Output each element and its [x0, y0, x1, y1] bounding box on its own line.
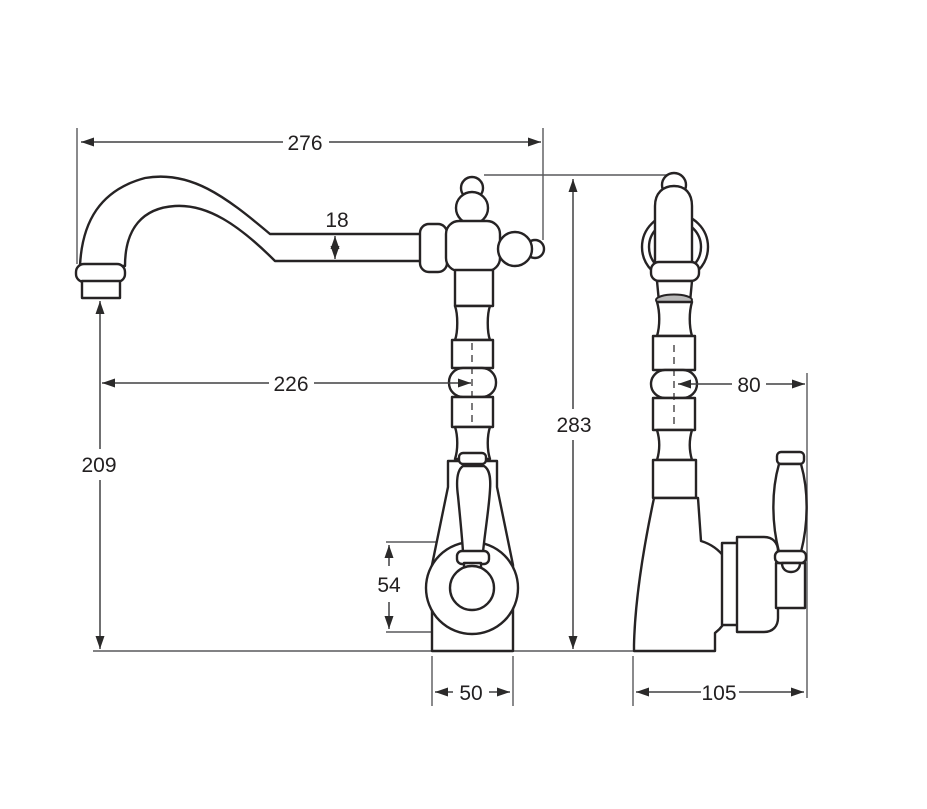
dim-label-226: 226: [273, 373, 308, 396]
head-capsule-front: [653, 184, 694, 274]
head-side-ball: [496, 230, 534, 268]
lever-handle: [455, 464, 492, 554]
head-body: [444, 219, 502, 273]
side-lever-collar: [773, 549, 808, 565]
dim-handle-projection: 80: [678, 374, 805, 397]
valve-body-front: [632, 450, 808, 653]
escutcheon-hub: [448, 564, 496, 612]
dim-outlet-height: 209: [81, 301, 117, 649]
spout-collar-front: [649, 260, 701, 283]
dim-escutcheon-diameter: 54: [377, 545, 401, 629]
spout-connector-nut: [418, 222, 449, 274]
faucet-head: [418, 175, 546, 308]
head-top-ball: [454, 190, 490, 226]
dim-overall-width: 276: [81, 132, 541, 155]
dim-body-depth: 105: [636, 682, 804, 705]
head-neck: [453, 268, 495, 308]
spout: [74, 175, 426, 300]
column-waist-upper: [453, 304, 492, 342]
spout-front: [640, 171, 710, 307]
column-waist-lower-front: [655, 428, 694, 462]
front-view: [632, 171, 808, 653]
column-block-lower-front: [651, 396, 697, 432]
dim-tube-diameter: 18: [325, 209, 349, 259]
dim-label-50: 50: [459, 682, 482, 705]
lever-clip: [457, 451, 488, 466]
column-collar-front: [651, 458, 698, 500]
dim-label-209: 209: [81, 454, 116, 477]
column-waist-upper-front: [655, 300, 694, 338]
column-block-lower: [450, 395, 495, 429]
spout-tube: [78, 175, 426, 268]
side-lever: [772, 462, 808, 554]
body-column-front: [649, 300, 699, 500]
side-lever-boss: [780, 561, 802, 574]
dim-spout-reach: 226: [102, 373, 471, 396]
dim-label-283: 283: [556, 414, 591, 437]
dim-overall-height: 283: [556, 179, 592, 649]
dim-base-width: 50: [435, 682, 510, 705]
valve-body: [632, 496, 736, 653]
dimensions: 276 18 226 209 283 80: [81, 132, 805, 705]
dim-label-54: 54: [377, 574, 401, 597]
extension-lines: [76, 128, 808, 706]
dim-label-80: 80: [737, 374, 760, 397]
column-block-upper-front: [651, 334, 697, 372]
handle-adapter: [774, 561, 807, 610]
bonnet: [735, 535, 780, 634]
base-assembly: [424, 451, 520, 653]
side-lever-cap: [775, 450, 806, 466]
side-view: [74, 175, 546, 653]
body-column: [447, 304, 498, 461]
dim-label-105: 105: [701, 682, 736, 705]
dim-label-276: 276: [287, 132, 322, 155]
dim-label-18: 18: [325, 209, 348, 232]
column-waist-lower: [453, 425, 492, 461]
bonnet-flange: [720, 541, 740, 627]
spout-collar: [74, 262, 127, 284]
spout-outlet: [80, 279, 122, 300]
